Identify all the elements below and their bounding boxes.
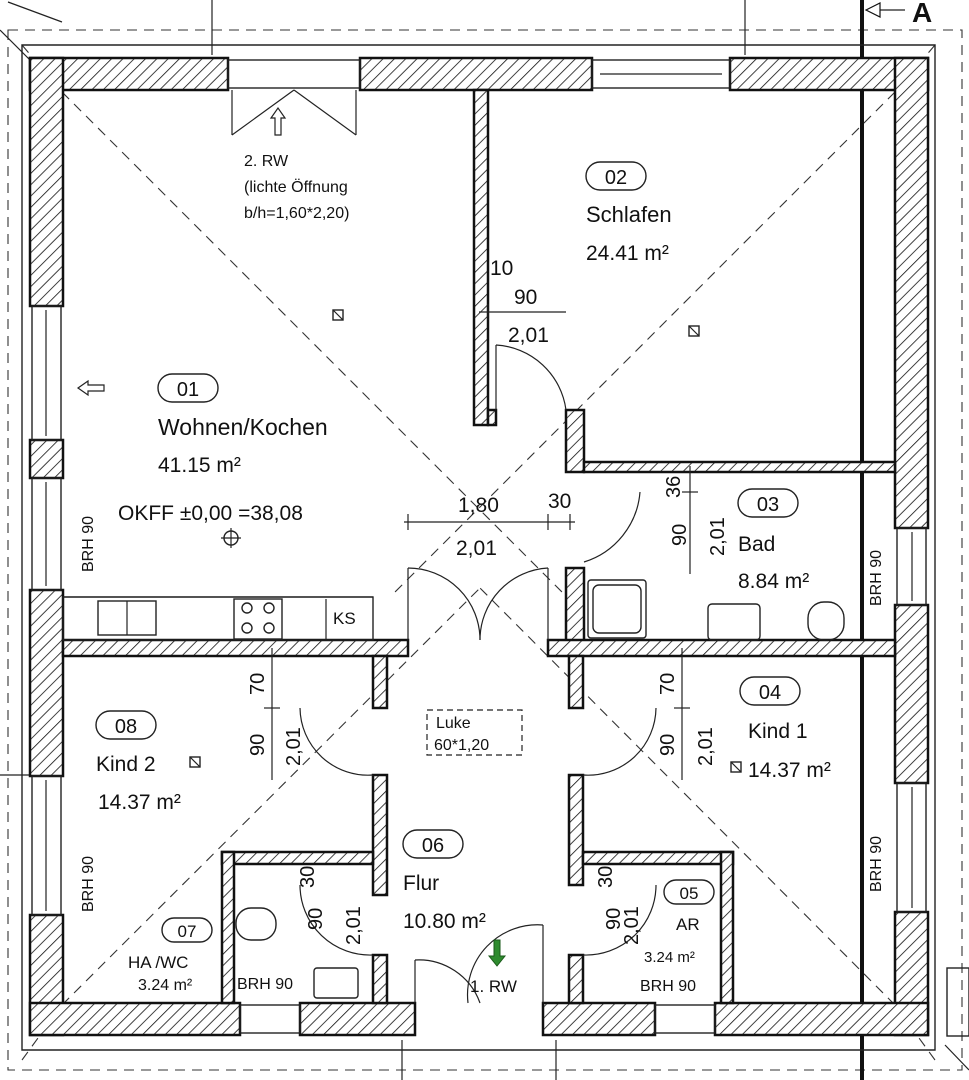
- brh-wc: BRH 90: [237, 976, 293, 993]
- room-08-name: Kind 2: [96, 753, 156, 776]
- kitchen-counter: KS: [62, 596, 374, 641]
- room-03-number: 03: [757, 494, 779, 516]
- room-06-name: Flur: [403, 872, 439, 895]
- dim-70-kind2: 70: [247, 673, 269, 695]
- room-05-area: 3.24 m²: [644, 949, 695, 966]
- room-05-name: AR: [676, 915, 700, 934]
- dim-201-ar: 2,01: [621, 906, 643, 945]
- brh-left-bottom: BRH 90: [80, 856, 97, 912]
- room-labels: 01 Wohnen/Kochen 41.15 m² OKFF ±0,00 =38…: [96, 167, 831, 994]
- room-07-number: 07: [178, 922, 197, 941]
- room-04-name: Kind 1: [748, 720, 808, 743]
- rw1-label: 1. RW: [470, 977, 517, 996]
- room-02-name: Schlafen: [586, 202, 672, 227]
- hatch-label: Luke: [436, 715, 471, 732]
- room-04-number: 04: [759, 682, 781, 704]
- room-08-number: 08: [115, 716, 137, 738]
- sanitary-fixtures: [235, 579, 845, 999]
- dim-201-kind2: 2,01: [283, 727, 305, 766]
- dim-30-ar: 30: [595, 866, 617, 888]
- dim-10: 10: [490, 257, 513, 280]
- room-02-area: 24.41 m²: [586, 242, 669, 265]
- room-01-name: Wohnen/Kochen: [158, 414, 328, 440]
- room-01-number: 01: [177, 379, 199, 401]
- brh-right-bottom: BRH 90: [868, 836, 885, 892]
- light-outlet-markers: [189, 309, 742, 773]
- dim-180: 1,80: [458, 494, 499, 517]
- dim-201-opening: 2,01: [456, 537, 497, 560]
- rw2-size-label: b/h=1,60*2,20): [244, 205, 349, 222]
- dim-201-bath: 2,01: [707, 517, 729, 556]
- dim-90-bath: 90: [669, 524, 691, 546]
- room-06-number: 06: [422, 835, 444, 857]
- room-08-area: 14.37 m²: [98, 791, 181, 814]
- room-04-area: 14.37 m²: [748, 759, 831, 782]
- dim-90-wc: 90: [305, 908, 327, 930]
- annotations: 2. RW (lichte Öffnung b/h=1,60*2,20) Luk…: [80, 153, 885, 996]
- dimension-lines: 10 90 2,01 1,80 2,01 30 36 90 2,01 70 90…: [247, 257, 729, 945]
- dim-70-kind1: 70: [657, 673, 679, 695]
- room-01-level: OKFF ±0,00 =38,08: [118, 502, 303, 525]
- dim-90-ar: 90: [603, 908, 625, 930]
- room-03-name: Bad: [738, 533, 775, 556]
- interior-walls: [61, 88, 897, 1005]
- room-01-area: 41.15 m²: [158, 454, 241, 477]
- room-06-area: 10.80 m²: [403, 910, 486, 933]
- brh-ar: BRH 90: [640, 978, 696, 995]
- dim-90-kind2: 90: [247, 734, 269, 756]
- brh-left-top: BRH 90: [80, 516, 97, 572]
- room-02-number: 02: [605, 167, 627, 189]
- room-03-area: 8.84 m²: [738, 570, 809, 593]
- dim-201-door: 2,01: [508, 324, 549, 347]
- dim-90-door: 90: [514, 286, 537, 309]
- fridge-label: KS: [333, 609, 356, 628]
- section-label: A: [912, 0, 932, 28]
- section-line: A: [860, 0, 932, 1080]
- rw2-label: 2. RW: [244, 153, 289, 170]
- hatch-size-label: 60*1,20: [434, 737, 489, 754]
- doors: [299, 344, 657, 1004]
- room-05-number: 05: [680, 884, 699, 903]
- dim-30-bath: 30: [548, 490, 571, 513]
- dim-201-kind1: 2,01: [695, 727, 717, 766]
- dim-36: 36: [663, 476, 685, 498]
- rw2-opening-label: (lichte Öffnung: [244, 178, 348, 196]
- terrace-door: [76, 89, 357, 397]
- brh-right-top: BRH 90: [868, 550, 885, 606]
- dim-90-kind1: 90: [657, 734, 679, 756]
- dim-30-wc: 30: [297, 866, 319, 888]
- room-07-area: 3.24 m²: [138, 977, 193, 994]
- room-07-name: HA /WC: [128, 953, 188, 972]
- windows: [31, 59, 927, 1034]
- room-number-markers: [95, 161, 801, 943]
- dim-201-wc: 2,01: [343, 906, 365, 945]
